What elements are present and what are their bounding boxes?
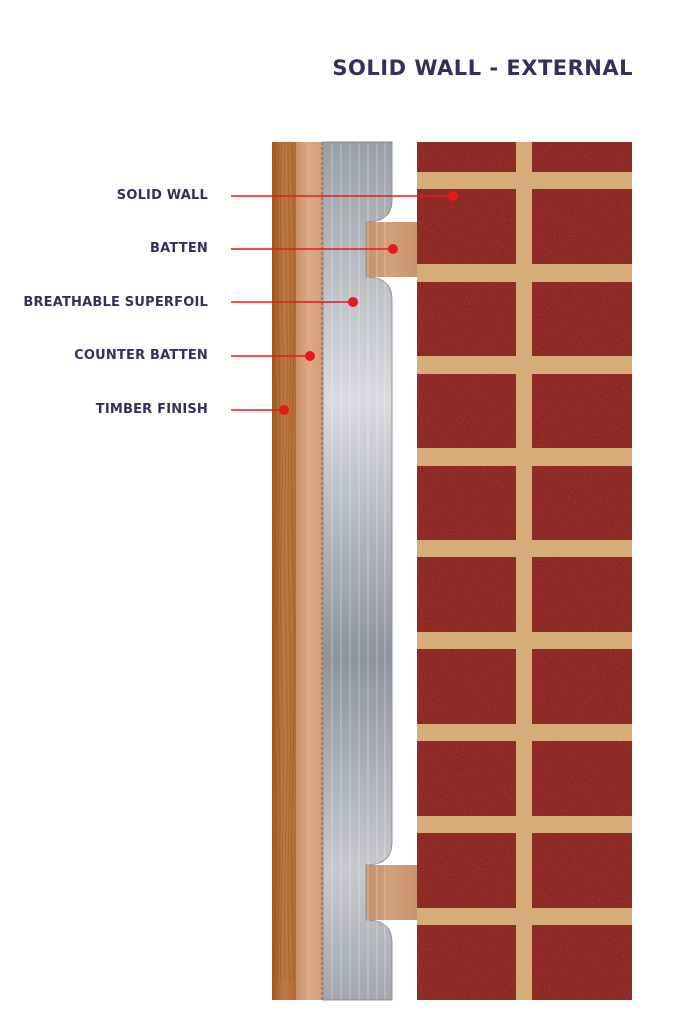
brick <box>417 925 516 1000</box>
brick <box>532 189 632 264</box>
brick <box>417 142 516 172</box>
brick <box>417 557 516 632</box>
label-solid-wall: SOLID WALL <box>116 188 208 203</box>
brick <box>417 741 516 816</box>
marker-counter-batten <box>304 350 315 361</box>
brick <box>417 833 516 908</box>
brick <box>532 557 632 632</box>
brick <box>532 282 632 356</box>
page-title: SOLID WALL - EXTERNAL <box>332 56 633 80</box>
label-batten: BATTEN <box>150 241 208 256</box>
timber-finish <box>272 141 296 1000</box>
marker-superfoil <box>347 296 358 307</box>
brick <box>417 189 516 264</box>
marker-timber-finish <box>278 404 289 415</box>
brick <box>532 649 632 724</box>
brick <box>417 282 516 356</box>
brick <box>417 649 516 724</box>
leader-lines <box>231 191 458 415</box>
marker-batten <box>387 244 398 255</box>
label-breathable-superfoil: BREATHABLE SUPERFOIL <box>23 295 208 310</box>
brick <box>417 466 516 540</box>
brick <box>532 833 632 908</box>
brick <box>532 374 632 448</box>
brick <box>532 142 632 172</box>
breathable-superfoil <box>322 141 393 1001</box>
label-counter-batten: COUNTER BATTEN <box>74 348 208 363</box>
brick <box>532 925 632 1000</box>
brick <box>417 374 516 448</box>
label-timber-finish: TIMBER FINISH <box>95 402 208 417</box>
brick <box>532 741 632 816</box>
brick <box>532 466 632 540</box>
battens <box>366 222 417 920</box>
solid-wall-bricks <box>417 142 632 1000</box>
marker-solid-wall <box>447 191 458 202</box>
counter-batten <box>296 142 323 1000</box>
